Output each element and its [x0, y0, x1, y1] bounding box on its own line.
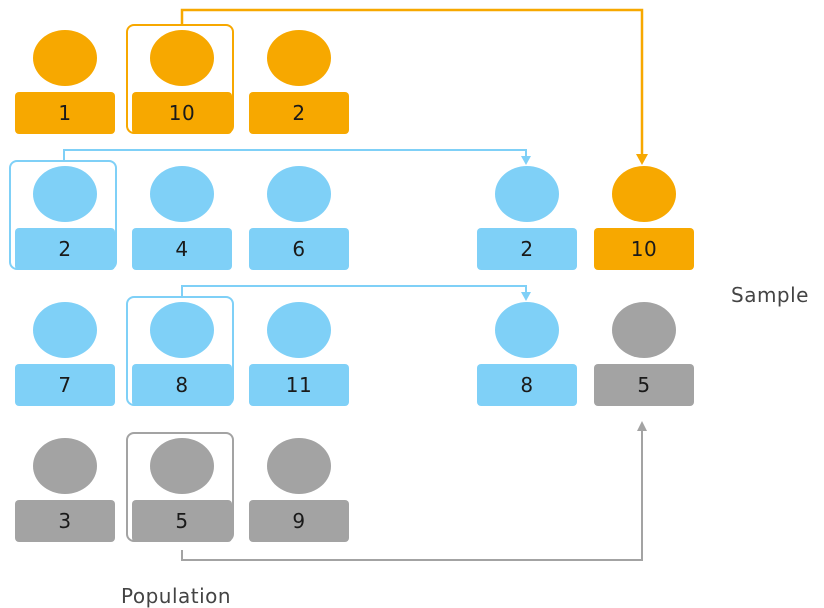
- person-number: 4: [132, 228, 232, 270]
- arrow-gray: [181, 428, 643, 561]
- person-number: 7: [15, 364, 115, 406]
- population-person: 4: [132, 166, 232, 270]
- sample-label: Sample: [731, 283, 809, 307]
- person-number: 10: [132, 92, 232, 134]
- sample-person: 8: [477, 302, 577, 406]
- sample-person: 10: [594, 166, 694, 270]
- person-icon: [150, 438, 214, 494]
- person-number: 9: [249, 500, 349, 542]
- arrow-blue-1-head: [521, 156, 531, 165]
- person-icon: [267, 30, 331, 86]
- person-icon: [495, 166, 559, 222]
- arrow-blue-2: [181, 285, 527, 298]
- person-icon: [612, 166, 676, 222]
- person-icon: [33, 166, 97, 222]
- arrow-orange: [180, 8, 644, 162]
- population-label: Population: [121, 584, 232, 608]
- person-number: 3: [15, 500, 115, 542]
- person-number: 2: [249, 92, 349, 134]
- person-icon: [267, 302, 331, 358]
- person-icon: [33, 30, 97, 86]
- population-person: 7: [15, 302, 115, 406]
- person-number: 8: [132, 364, 232, 406]
- sample-person: 2: [477, 166, 577, 270]
- sample-person: 5: [594, 302, 694, 406]
- arrow-blue-1: [63, 149, 527, 162]
- population-person: 8: [132, 302, 232, 406]
- arrow-gray-head: [637, 421, 647, 431]
- person-number: 5: [132, 500, 232, 542]
- person-icon: [267, 438, 331, 494]
- arrow-blue-2-head: [521, 292, 531, 301]
- population-person: 3: [15, 438, 115, 542]
- population-person: 10: [132, 30, 232, 134]
- arrow-orange-head: [636, 154, 648, 165]
- person-icon: [495, 302, 559, 358]
- person-number: 2: [15, 228, 115, 270]
- person-icon: [150, 166, 214, 222]
- person-number: 5: [594, 364, 694, 406]
- person-icon: [33, 438, 97, 494]
- population-person: 11: [249, 302, 349, 406]
- population-person: 2: [15, 166, 115, 270]
- person-number: 11: [249, 364, 349, 406]
- population-person: 2: [249, 30, 349, 134]
- person-icon: [150, 30, 214, 86]
- population-person: 1: [15, 30, 115, 134]
- person-number: 6: [249, 228, 349, 270]
- person-icon: [267, 166, 331, 222]
- population-person: 6: [249, 166, 349, 270]
- person-icon: [150, 302, 214, 358]
- population-person: 9: [249, 438, 349, 542]
- person-number: 1: [15, 92, 115, 134]
- person-icon: [612, 302, 676, 358]
- person-number: 8: [477, 364, 577, 406]
- person-icon: [33, 302, 97, 358]
- population-person: 5: [132, 438, 232, 542]
- person-number: 2: [477, 228, 577, 270]
- person-number: 10: [594, 228, 694, 270]
